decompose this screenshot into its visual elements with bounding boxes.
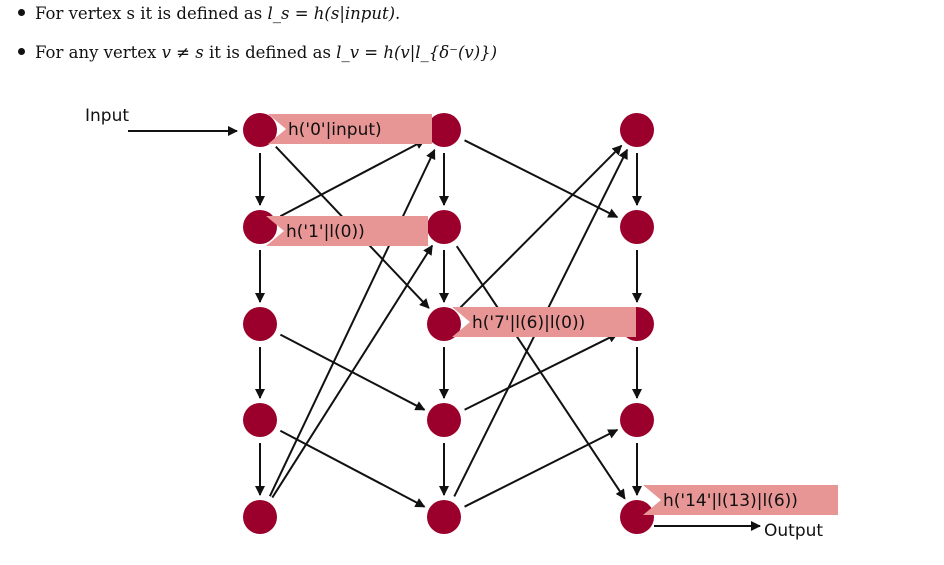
- math-expression: v ≠ s: [161, 43, 204, 62]
- edge-arrow: [464, 332, 619, 411]
- computation-tag: h('14'|l(13)|l(6)): [643, 485, 838, 515]
- edge-arrow: [279, 429, 426, 508]
- computation-tag: h('7'|l(6)|l(0)): [452, 307, 636, 337]
- graph-node: [243, 113, 277, 147]
- graph-node: [243, 210, 277, 244]
- edge-arrow: [271, 244, 434, 499]
- graph-node: [620, 500, 654, 534]
- tag-background: [643, 485, 838, 515]
- edge-arrow: [459, 144, 623, 309]
- tag-label: h('1'|l(0)): [286, 222, 365, 242]
- bullet-dot: [18, 48, 25, 55]
- graph-node: [427, 403, 461, 437]
- bullet-vertex-definition: For any vertex v ≠ s it is defined as l_…: [18, 43, 497, 62]
- graph-node: [427, 500, 461, 534]
- tag-background: [266, 216, 428, 246]
- math-expression: l_s = h(s|input).: [267, 4, 401, 23]
- edge-arrow: [464, 428, 619, 508]
- edge-arrow: [279, 139, 426, 218]
- graph-node: [243, 500, 277, 534]
- tag-background: [452, 307, 636, 337]
- computation-tag: h('0'|input): [268, 114, 432, 144]
- bullet-dot: [18, 9, 25, 16]
- nodes: [243, 113, 654, 534]
- graph-node: [620, 113, 654, 147]
- math-expression: l_v = h(v|l_{δ⁻(v)}): [336, 43, 498, 62]
- graph-node: [427, 210, 461, 244]
- edges: [128, 126, 761, 531]
- output-label: Output: [764, 521, 823, 541]
- bullet-text: For any vertex: [35, 43, 157, 62]
- bullet-text: For vertex s it is defined as: [35, 4, 263, 23]
- graph-node: [620, 403, 654, 437]
- edge-arrow: [464, 139, 619, 219]
- graph-node: [243, 403, 277, 437]
- edge-arrow: [268, 148, 436, 497]
- graph-node: [243, 307, 277, 341]
- graph-node: [620, 210, 654, 244]
- tags: h('0'|input) h('1'|l(0)) h('7'|l(6)|l(0)) h…: [266, 114, 838, 515]
- tag-label: h('7'|l(6)|l(0)): [472, 313, 585, 333]
- graph-node: [427, 113, 461, 147]
- computation-tag: h('1'|l(0)): [266, 216, 428, 246]
- bullet-source-definition: For vertex s it is defined as l_s = h(s|…: [18, 4, 400, 23]
- tag-label: h('14'|l(13)|l(6)): [663, 491, 798, 511]
- tag-background: [268, 114, 432, 144]
- graph-node: [427, 307, 461, 341]
- bullet-text: it is defined as: [208, 43, 331, 62]
- tag-label: h('0'|input): [288, 120, 382, 140]
- input-label: Input: [85, 106, 129, 126]
